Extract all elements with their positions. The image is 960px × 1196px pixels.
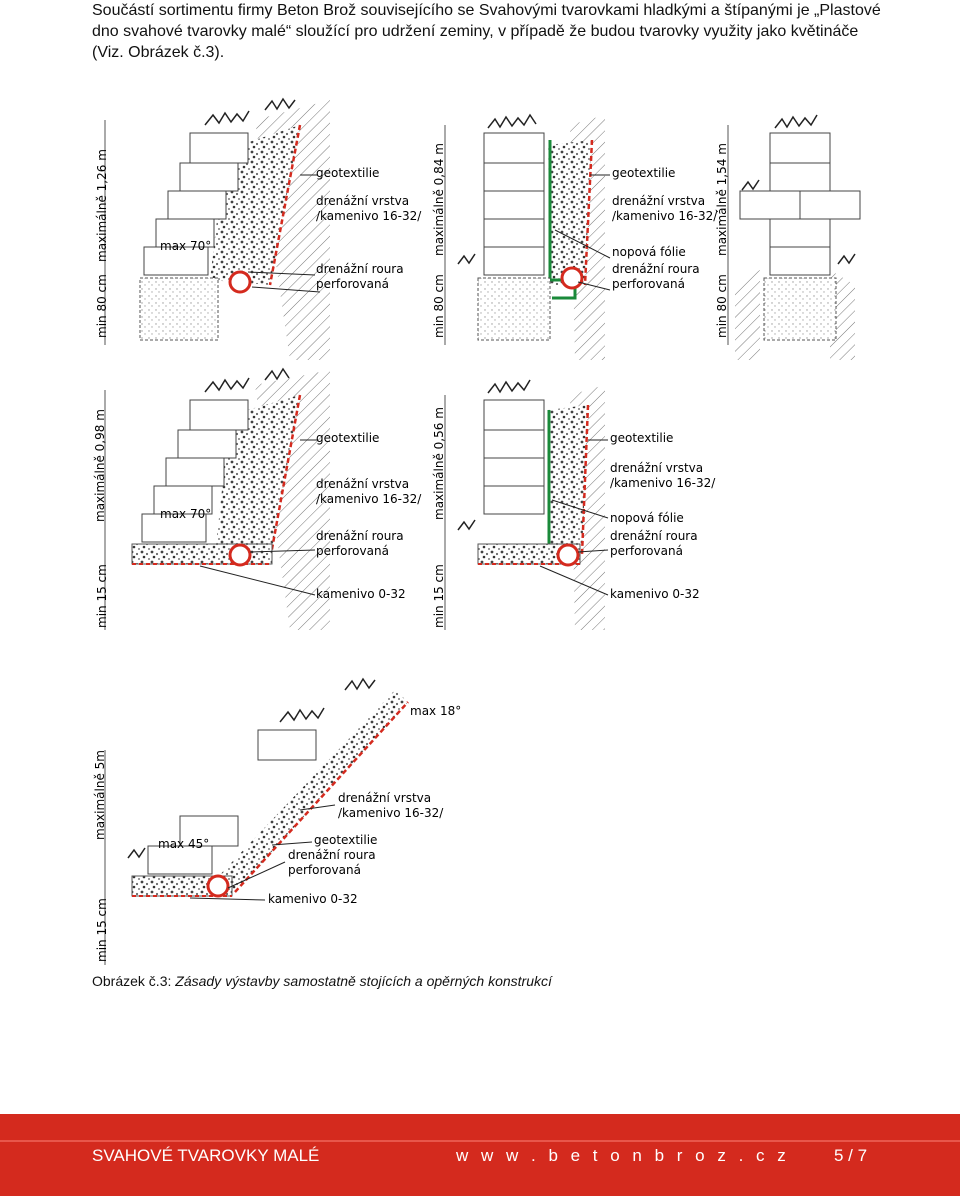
fig6-gravel-label: kamenivo 0-32 — [268, 892, 358, 906]
fig5-drain-material: /kamenivo 16-32/ — [610, 476, 716, 490]
fig4-drain-label: drenážní vrstva — [316, 477, 409, 491]
fig6-drain-label: drenážní vrstva — [338, 791, 431, 805]
fig6-geotextile-label: geotextilie — [314, 833, 377, 847]
footer-website-link[interactable]: w w w . b e t o n b r o z . c z — [456, 1146, 790, 1165]
fig1-drain-label: drenážní vrstva — [316, 194, 409, 208]
fig2-drain-material: /kamenivo 16-32/ — [612, 209, 718, 223]
figure-5: geotextilie drenážní vrstva /kamenivo 16… — [432, 379, 716, 630]
fig5-pipe-label: drenážní roura — [610, 529, 698, 543]
fig6-angle: max 45° — [158, 837, 209, 851]
figure-2: geotextilie drenážní vrstva /kamenivo 16… — [432, 113, 718, 360]
fig1-pipe-label: drenážní roura — [316, 262, 404, 276]
fig5-pipe-label-2: perforovaná — [610, 544, 683, 558]
fig2-pipe-label-2: perforovaná — [612, 277, 685, 291]
figure-1: geotextilie drenážní vrstva /kamenivo 16… — [95, 97, 422, 360]
footer-product-name: SVAHOVÉ TVAROVKY MALÉ — [92, 1146, 320, 1165]
fig4-dim-depth: min 15 cm — [95, 564, 109, 628]
fig4-drain-material: /kamenivo 16-32/ — [316, 492, 422, 506]
fig4-pipe-label: drenážní roura — [316, 529, 404, 543]
caption-prefix: Obrázek č.3: — [92, 973, 176, 989]
fig5-foil-label: nopová fólie — [610, 511, 684, 525]
fig1-angle: max 70° — [160, 239, 211, 253]
fig5-geotextile-label: geotextilie — [610, 431, 673, 445]
fig3-dim-depth: min 80 cm — [715, 274, 729, 338]
intro-paragraph: Součástí sortimentu firmy Beton Brož sou… — [92, 2, 881, 61]
fig6-pipe-label: drenážní roura — [288, 848, 376, 862]
fig6-dim-depth: min 15 cm — [95, 898, 109, 962]
footer-stripe — [0, 1140, 960, 1142]
fig6-slope-angle: max 18° — [410, 704, 461, 718]
fig5-dim-depth: min 15 cm — [432, 564, 446, 628]
fig4-gravel-label: kamenivo 0-32 — [316, 587, 406, 601]
figure-6: max 18° drenážní vrstva /kamenivo 16-32/… — [93, 677, 461, 965]
fig6-dim-height: maximálně 5m — [93, 750, 107, 840]
fig2-drain-label: drenážní vrstva — [612, 194, 705, 208]
fig2-pipe-label: drenážní roura — [612, 262, 700, 276]
fig2-dim-height: maximálně 0,84 m — [432, 143, 446, 256]
fig6-drain-material: /kamenivo 16-32/ — [338, 806, 444, 820]
fig4-dim-height: maximálně 0,98 m — [93, 409, 107, 522]
fig5-drain-label: drenážní vrstva — [610, 461, 703, 475]
page-footer — [0, 1114, 960, 1196]
caption-text: Zásady výstavby samostatně stojících a o… — [175, 973, 552, 989]
fig4-pipe-label-2: perforovaná — [316, 544, 389, 558]
fig3-dim-height: maximálně 1,54 m — [715, 143, 729, 256]
fig2-dim-depth: min 80 cm — [432, 274, 446, 338]
fig2-geotextile-label: geotextilie — [612, 166, 675, 180]
fig5-dim-height: maximálně 0,56 m — [432, 407, 446, 520]
fig1-geotextile-label: geotextilie — [316, 166, 379, 180]
figure-3: maximálně 1,54 m min 80 cm — [715, 114, 861, 360]
fig4-geotextile-label: geotextilie — [316, 431, 379, 445]
construction-figures: geotextilie drenážní vrstva /kamenivo 16… — [93, 97, 861, 965]
fig4-angle: max 70° — [160, 507, 211, 521]
figure-caption: Obrázek č.3: Zásady výstavby samostatně … — [92, 973, 552, 989]
fig1-pipe-label-2: perforovaná — [316, 277, 389, 291]
page-number: 5 / 7 — [834, 1146, 868, 1165]
figure-4: geotextilie drenážní vrstva /kamenivo 16… — [93, 367, 422, 630]
fig1-drain-material: /kamenivo 16-32/ — [316, 209, 422, 223]
fig2-foil-label: nopová fólie — [612, 245, 686, 259]
fig1-dim-height: maximálně 1,26 m — [95, 149, 109, 262]
fig6-pipe-label-2: perforovaná — [288, 863, 361, 877]
fig1-dim-depth: min 80 cm — [95, 274, 109, 338]
fig5-gravel-label: kamenivo 0-32 — [610, 587, 700, 601]
